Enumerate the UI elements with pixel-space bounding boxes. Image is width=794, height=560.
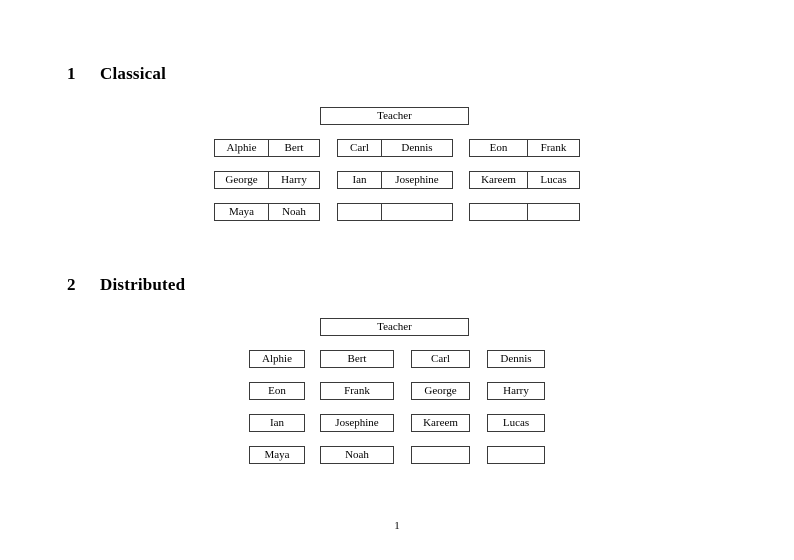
section-number: 1	[67, 64, 76, 83]
classical-cell[interactable]: Bert	[268, 139, 320, 157]
section-heading-classical: 1 Classical	[67, 64, 166, 84]
classical-teacher-row: Teacher	[320, 107, 469, 125]
distributed-cell[interactable]: George	[411, 382, 470, 400]
distributed-cell[interactable]: Eon	[249, 382, 305, 400]
distributed-cell[interactable]: Noah	[320, 446, 394, 464]
section-heading-distributed: 2 Distributed	[67, 275, 185, 295]
classical-cell[interactable]: Eon	[469, 139, 528, 157]
classical-group: Alphie Bert	[214, 139, 320, 157]
classical-cell[interactable]: Frank	[527, 139, 580, 157]
classical-cell[interactable]: Lucas	[527, 171, 580, 189]
distributed-table-row: Maya Noah	[249, 446, 545, 464]
classical-cell-empty[interactable]	[337, 203, 382, 221]
classical-group: Eon Frank	[469, 139, 580, 157]
section-title: Classical	[100, 64, 167, 83]
classical-table-row: Alphie Bert Carl Dennis Eon Frank	[214, 139, 580, 157]
classical-cell[interactable]: Maya	[214, 203, 269, 221]
classical-cell[interactable]: Noah	[268, 203, 320, 221]
classical-cell[interactable]: Josephine	[381, 171, 453, 189]
distributed-table-row: Alphie Bert Carl Dennis	[249, 350, 545, 368]
classical-group: Kareem Lucas	[469, 171, 580, 189]
classical-group	[337, 203, 453, 221]
classical-cell-empty[interactable]	[527, 203, 580, 221]
distributed-table-row: Eon Frank George Harry	[249, 382, 545, 400]
classical-teacher-cell[interactable]: Teacher	[320, 107, 469, 125]
section-number: 2	[67, 275, 76, 294]
classical-cell-empty[interactable]	[469, 203, 528, 221]
distributed-cell-empty[interactable]	[411, 446, 470, 464]
classical-group: George Harry	[214, 171, 320, 189]
distributed-cell[interactable]: Maya	[249, 446, 305, 464]
distributed-cell[interactable]: Lucas	[487, 414, 545, 432]
distributed-cell[interactable]: Frank	[320, 382, 394, 400]
page-number: 1	[394, 520, 400, 532]
classical-table-row: George Harry Ian Josephine Kareem Lucas	[214, 171, 580, 189]
distributed-cell[interactable]: Carl	[411, 350, 470, 368]
distributed-teacher-row: Teacher	[320, 318, 469, 336]
classical-cell-empty[interactable]	[381, 203, 453, 221]
classical-cell[interactable]: Dennis	[381, 139, 453, 157]
classical-table-row: Maya Noah	[214, 203, 580, 221]
distributed-cell[interactable]: Dennis	[487, 350, 545, 368]
classical-cell[interactable]: Carl	[337, 139, 382, 157]
distributed-cell[interactable]: Bert	[320, 350, 394, 368]
distributed-cell[interactable]: Ian	[249, 414, 305, 432]
classical-cell[interactable]: Harry	[268, 171, 320, 189]
distributed-cell[interactable]: Harry	[487, 382, 545, 400]
distributed-cell[interactable]: Alphie	[249, 350, 305, 368]
classical-cell[interactable]: Kareem	[469, 171, 528, 189]
distributed-teacher-group: Teacher	[320, 318, 469, 336]
distributed-cell[interactable]: Josephine	[320, 414, 394, 432]
distributed-teacher-cell[interactable]: Teacher	[320, 318, 469, 336]
classical-cell[interactable]: George	[214, 171, 269, 189]
distributed-table-row: Ian Josephine Kareem Lucas	[249, 414, 545, 432]
distributed-cell[interactable]: Kareem	[411, 414, 470, 432]
classical-group: Carl Dennis	[337, 139, 453, 157]
classical-group: Ian Josephine	[337, 171, 453, 189]
distributed-cell-empty[interactable]	[487, 446, 545, 464]
classical-group	[469, 203, 580, 221]
classical-teacher-group: Teacher	[320, 107, 469, 125]
classical-group: Maya Noah	[214, 203, 320, 221]
classical-cell[interactable]: Alphie	[214, 139, 269, 157]
classical-cell[interactable]: Ian	[337, 171, 382, 189]
section-title: Distributed	[100, 275, 186, 294]
